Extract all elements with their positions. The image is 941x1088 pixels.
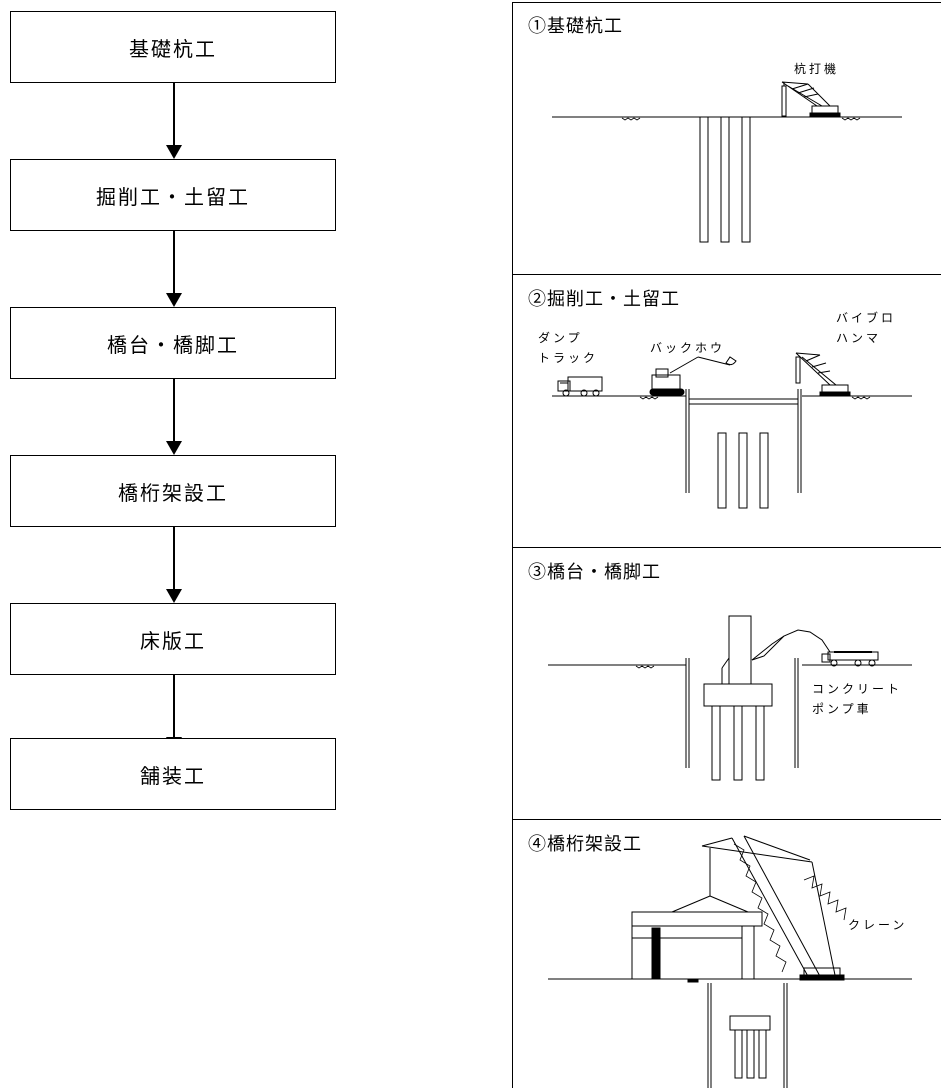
- pile-driver-label: 杭打機: [794, 62, 840, 76]
- backhoe-label: バックホウ: [650, 341, 726, 355]
- foundation-piles-illustration: [552, 81, 902, 243]
- flow-step-girder-erection: 橋桁架設工: [10, 455, 336, 527]
- vibro-hammer-label-line1: バイブロ: [836, 311, 897, 325]
- flow-step-paving: 舗装工: [10, 738, 336, 810]
- flow-step-label: 掘削工・土留工: [96, 184, 250, 209]
- panel-title: ④橋桁架設工: [528, 834, 642, 855]
- concrete-pump-label-line2: ポンプ車: [812, 702, 872, 716]
- flow-arrow: [166, 379, 182, 455]
- flow-step-label: 基礎杭工: [129, 36, 217, 61]
- dump-truck-label-line2: トラック: [538, 351, 599, 365]
- panel-foundation-piles: ①基礎杭工 杭打機: [512, 2, 941, 275]
- flow-step-label: 橋桁架設工: [118, 480, 228, 505]
- flow-step-deck-slab: 床版工: [10, 603, 336, 675]
- flow-arrow: [166, 231, 182, 307]
- flow-step-label: 橋台・橋脚工: [107, 332, 239, 357]
- crane-label: クレーン: [848, 918, 908, 932]
- flow-step-excavation-retaining: 掘削工・土留工: [10, 159, 336, 231]
- dump-truck-label-line1: ダンプ: [538, 331, 583, 345]
- panel-abutment-pier: ③橋台・橋脚工 コンクリート ポンプ車: [512, 548, 941, 820]
- panel-title: ①基礎杭工: [528, 16, 623, 37]
- flow-step-label: 床版工: [140, 628, 206, 653]
- panel-title: ②掘削工・土留工: [528, 289, 680, 310]
- panel-excavation-retaining: ②掘削工・土留工 ダンプ トラック バックホウ バイブロ ハンマ: [512, 275, 941, 548]
- flow-arrow: [166, 83, 182, 159]
- excavation-illustration: [552, 352, 912, 509]
- concrete-pump-label-line1: コンクリート: [812, 682, 903, 696]
- flow-step-abutment-pier: 橋台・橋脚工: [10, 307, 336, 379]
- flow-arrow: [166, 527, 182, 603]
- abutment-pier-illustration: [548, 615, 912, 781]
- panel-title: ③橋台・橋脚工: [528, 562, 661, 583]
- illustration-frame: [512, 2, 941, 1088]
- panel-girder-erection: ④橋桁架設工 クレーン: [512, 820, 941, 1088]
- flow-step-label: 舗装工: [140, 763, 206, 788]
- girder-erection-illustration: [548, 835, 912, 1088]
- flow-step-foundation-piles: 基礎杭工: [10, 11, 336, 83]
- vibro-hammer-label-line2: ハンマ: [836, 331, 882, 345]
